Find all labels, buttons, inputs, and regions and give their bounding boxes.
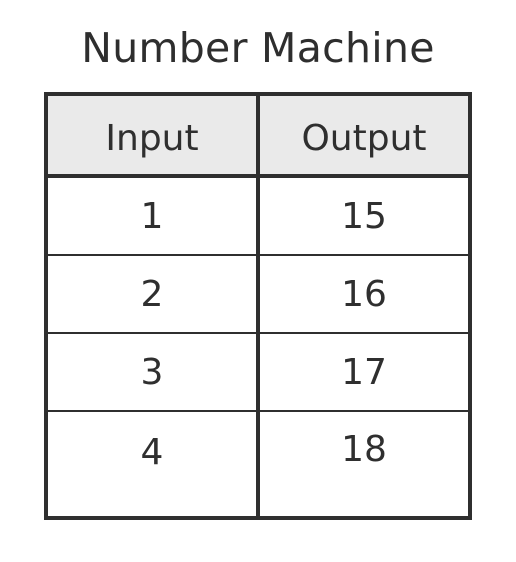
output-cell: 16: [341, 274, 387, 315]
page-title: Number Machine: [81, 24, 435, 72]
column-divider: [256, 96, 260, 516]
output-cell: 17: [341, 352, 387, 393]
number-machine-table: Input Output 1 15 2 16 3 17 4 18: [44, 92, 472, 520]
input-cell: 3: [140, 352, 164, 393]
output-cell: 18: [341, 429, 387, 470]
input-cell: 2: [140, 274, 164, 315]
table-row: 4 18: [48, 412, 468, 516]
input-cell: 4: [140, 432, 164, 473]
input-cell: 1: [140, 196, 164, 237]
header-output: Output: [301, 118, 427, 159]
header-input: Input: [105, 118, 199, 159]
output-cell: 15: [341, 196, 387, 237]
